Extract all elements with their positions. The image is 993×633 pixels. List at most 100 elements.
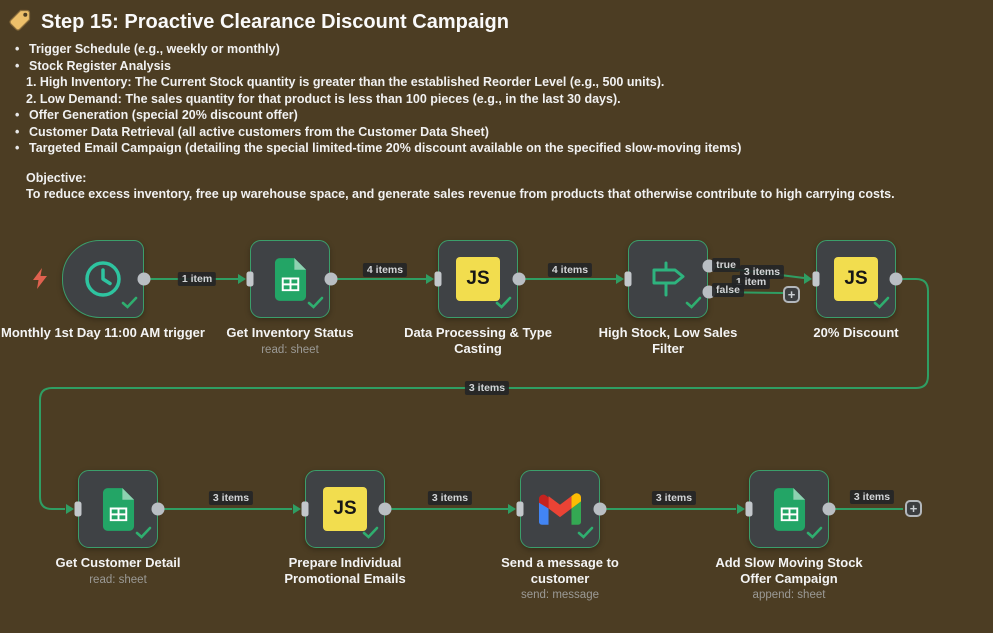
success-check-icon [362, 526, 379, 544]
objective-block: Objective: To reduce excess inventory, f… [12, 170, 972, 203]
bullet-item: • Customer Data Retrieval (all active cu… [12, 124, 972, 141]
lightning-bolt-icon [33, 268, 48, 294]
code-js-icon: JS [306, 471, 384, 547]
connection-items-label: 3 items [208, 491, 254, 505]
output-endpoint[interactable] [324, 272, 338, 286]
node-label-stack: Monthly 1st Day 11:00 AM trigger [0, 325, 208, 341]
connection-items-label: 3 items [464, 381, 510, 395]
filter-signpost-icon [629, 241, 707, 317]
node-title: Monthly 1st Day 11:00 AM trigger [1, 325, 205, 340]
output-endpoint[interactable] [378, 502, 392, 516]
output-endpoint[interactable] [512, 272, 526, 286]
bullet-marker: • [15, 108, 20, 122]
google-sheets-icon [750, 471, 828, 547]
success-check-icon [135, 526, 152, 544]
node-send-message[interactable] [520, 470, 600, 548]
connection-items-label: 4 items [362, 263, 408, 277]
add-node-button[interactable]: + [783, 286, 800, 303]
node-label-stack: High Stock, Low Sales Filter [591, 325, 746, 356]
node-title: Prepare Individual Promotional Emails [284, 555, 406, 586]
node-label-stack: Data Processing & Type Casting [396, 325, 561, 356]
add-node-button[interactable]: + [905, 500, 922, 517]
input-endpoint[interactable] [434, 271, 442, 287]
code-js-icon: JS [817, 241, 895, 317]
bullet-text: Offer Generation (special 20% discount o… [29, 108, 298, 122]
page-header: Step 15: Proactive Clearance Discount Ca… [8, 8, 509, 37]
bullet-text: Trigger Schedule (e.g., weekly or monthl… [29, 42, 280, 56]
node-title: 20% Discount [813, 325, 899, 340]
success-check-icon [121, 296, 138, 314]
output-endpoint[interactable] [151, 502, 165, 516]
input-endpoint[interactable] [74, 501, 82, 517]
success-check-icon [873, 296, 890, 314]
objective-label: Objective: [26, 170, 87, 185]
success-check-icon [685, 296, 702, 314]
page-title: Step 15: Proactive Clearance Discount Ca… [41, 11, 509, 33]
bullet-text: Stock Register Analysis [29, 58, 171, 73]
objective-text: To reduce excess inventory, free up ware… [26, 187, 895, 201]
node-label-stack: Add Slow Moving Stock Offer Campaign app… [704, 555, 874, 601]
branch-true-label: true [712, 258, 740, 272]
bullet-marker: • [15, 124, 20, 139]
node-title: Data Processing & Type Casting [404, 325, 552, 356]
clock-icon [63, 241, 143, 317]
input-endpoint[interactable] [246, 271, 254, 287]
success-check-icon [495, 296, 512, 314]
output-endpoint[interactable] [889, 272, 903, 286]
node-20-discount[interactable]: JS [816, 240, 896, 318]
bullet-item: • Stock Register Analysis [12, 58, 972, 75]
node-operation: read: sheet [261, 343, 319, 356]
success-check-icon [307, 296, 324, 314]
input-endpoint[interactable] [812, 271, 820, 287]
code-js-icon: JS [439, 241, 517, 317]
node-filter[interactable] [628, 240, 708, 318]
google-sheets-icon [79, 471, 157, 547]
output-endpoint[interactable] [137, 272, 151, 286]
success-check-icon [577, 526, 594, 544]
node-label-stack: 20% Discount [781, 325, 931, 341]
node-add-offer-campaign[interactable] [749, 470, 829, 548]
node-schedule-trigger[interactable] [62, 240, 144, 318]
bullet-item: • Offer Generation (special 20% discount… [12, 107, 972, 124]
node-title: Add Slow Moving Stock Offer Campaign [715, 555, 863, 586]
bullet-subline: 1. High Inventory: The Current Stock qua… [26, 75, 665, 89]
node-label-stack: Prepare Individual Promotional Emails [273, 555, 418, 586]
node-label-stack: Get Customer Detail read: sheet [18, 555, 218, 586]
google-sheets-icon [251, 241, 329, 317]
connection-items-label: 4 items [547, 263, 593, 277]
bullet-marker: • [15, 141, 20, 155]
connection-items-label: 3 items [849, 490, 895, 504]
input-endpoint[interactable] [516, 501, 524, 517]
node-title: High Stock, Low Sales Filter [598, 325, 738, 356]
input-endpoint[interactable] [745, 501, 753, 517]
node-label-stack: Send a message to customer send: message [493, 555, 628, 601]
node-prepare-emails[interactable]: JS [305, 470, 385, 548]
node-label-stack: Get Inventory Status read: sheet [190, 325, 390, 356]
input-endpoint[interactable] [624, 271, 632, 287]
gmail-icon [521, 471, 599, 547]
node-get-customer-detail[interactable] [78, 470, 158, 548]
node-operation: send: message [521, 589, 599, 601]
output-endpoint[interactable] [822, 502, 836, 516]
node-operation: append: sheet [752, 589, 826, 601]
bullet-marker: • [15, 42, 20, 56]
workflow-notes: • Trigger Schedule (e.g., weekly or mont… [12, 41, 972, 203]
connection-items-label: 3 items [427, 491, 473, 505]
bullet-text: Targeted Email Campaign (detailing the s… [29, 141, 742, 155]
connection-items-label: 1 item [177, 272, 217, 286]
branch-false-label: false [712, 283, 744, 297]
node-data-processing[interactable]: JS [438, 240, 518, 318]
connection-items-label: 3 items [651, 491, 697, 505]
input-endpoint[interactable] [301, 501, 309, 517]
node-title: Get Inventory Status [226, 325, 354, 340]
node-title: Send a message to customer [501, 555, 619, 586]
bullet-item: • Trigger Schedule (e.g., weekly or mont… [12, 41, 972, 58]
bullet-item: • Targeted Email Campaign (detailing the… [12, 140, 972, 157]
tag-icon [8, 8, 32, 37]
node-title: Get Customer Detail [55, 555, 181, 570]
node-operation: read: sheet [89, 573, 147, 586]
node-get-inventory-status[interactable] [250, 240, 330, 318]
output-endpoint[interactable] [593, 502, 607, 516]
bullet-text: Customer Data Retrieval (all active cust… [29, 124, 489, 139]
